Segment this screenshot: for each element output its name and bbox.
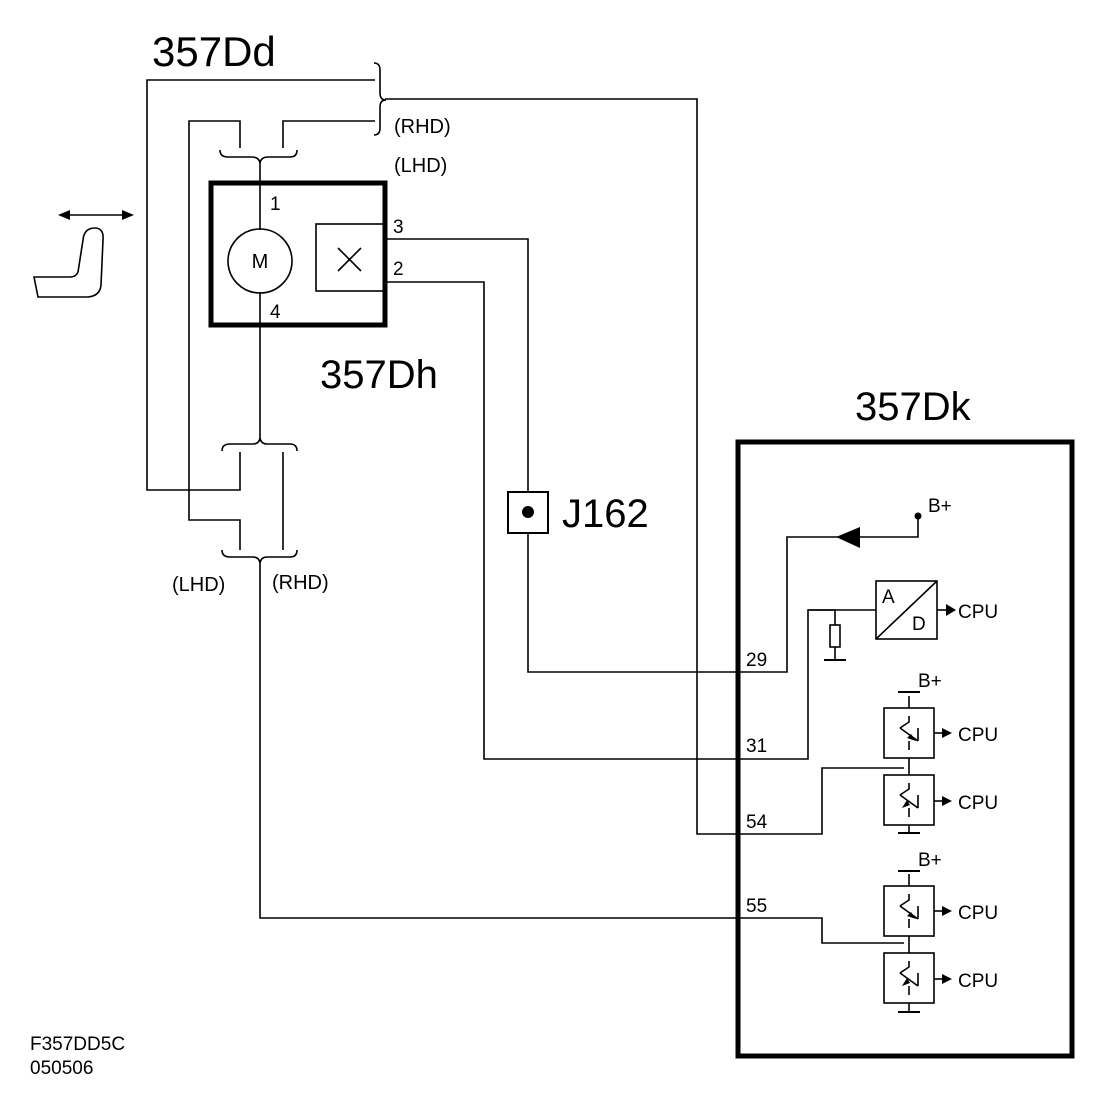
high-side-switch-1	[883, 707, 935, 759]
bplus-3-label: B+	[918, 850, 942, 871]
current-source-arrow	[836, 527, 860, 548]
adc-d-label: D	[912, 614, 926, 635]
wire-j162-to-pin-29	[527, 533, 838, 673]
adc-a-label: A	[882, 587, 895, 608]
position-sensor-box	[315, 223, 386, 292]
module-pin-54: 54	[746, 812, 768, 833]
wire-inner-loop	[188, 120, 241, 550]
switch-4-cpu-label: CPU	[958, 971, 998, 992]
wire-outer-loop	[146, 79, 375, 491]
connector-357dd-label: 357Dd	[152, 28, 276, 75]
low-side-switch-2	[883, 952, 935, 1004]
resistor-wire-top	[808, 609, 836, 625]
lhd-bottom-label: (LHD)	[172, 574, 225, 596]
connector-brace-top	[219, 149, 298, 164]
wire-to-pin-55	[259, 563, 904, 944]
connector-brace-bottom-lower	[221, 549, 298, 564]
low-side-switch-1	[883, 774, 935, 826]
switch-2-cpu-label: CPU	[958, 793, 998, 814]
module-pin-31: 31	[746, 736, 767, 757]
control-module-357dk-label: 357Dk	[855, 385, 972, 429]
pulldown-resistor	[829, 624, 841, 648]
high-side-switch-2	[883, 885, 935, 937]
bplus-1-label: B+	[928, 496, 952, 517]
switch-3-cpu-label: CPU	[958, 903, 998, 924]
lhd-top-label: (LHD)	[394, 155, 447, 177]
connector-brace-right	[373, 62, 387, 136]
switch-4-control-arrow	[942, 974, 952, 984]
junction-j162-label: J162	[562, 492, 649, 536]
sensor-pin3-label: 3	[393, 217, 404, 238]
seat-adjust-icon	[33, 210, 134, 298]
switch-2-control-arrow	[942, 796, 952, 806]
control-module-box	[735, 439, 1075, 1059]
motor-pin1-label: 1	[270, 194, 281, 215]
module-pin-29: 29	[746, 650, 767, 671]
module-pin-55: 55	[746, 896, 767, 917]
junction-j162-box	[507, 491, 549, 534]
connector-brace-bottom-upper	[221, 437, 298, 452]
wire-rhd-top	[282, 120, 375, 148]
rhd-bottom-label: (RHD)	[272, 572, 329, 594]
switch-1-control-arrow	[942, 728, 952, 738]
motor-pin4-label: 4	[270, 302, 281, 323]
adc-output-arrow	[946, 604, 956, 616]
bplus-2-label: B+	[918, 671, 942, 692]
motor-unit-357dh-label: 357Dh	[320, 353, 438, 397]
motor-symbol	[227, 228, 293, 294]
wire-bplus-1	[860, 516, 919, 538]
motor-symbol-label: M	[252, 251, 269, 273]
adc-diagonal	[875, 580, 938, 640]
figure-code: F357DD5C	[30, 1034, 125, 1055]
switch-3-control-arrow	[942, 906, 952, 916]
bplus-1-node	[914, 512, 922, 520]
wire-sensor-3-to-pin-29	[385, 238, 529, 492]
switch-1-cpu-label: CPU	[958, 725, 998, 746]
sensor-cross-b	[337, 247, 362, 272]
adc-cpu-label: CPU	[958, 602, 998, 623]
rhd-top-label: (RHD)	[394, 116, 451, 138]
date-code: 050506	[30, 1058, 93, 1079]
motor-unit-box	[208, 180, 388, 328]
sensor-pin2-label: 2	[393, 259, 404, 280]
junction-j162-dot	[522, 506, 534, 518]
wire-to-pin-54	[385, 98, 904, 835]
